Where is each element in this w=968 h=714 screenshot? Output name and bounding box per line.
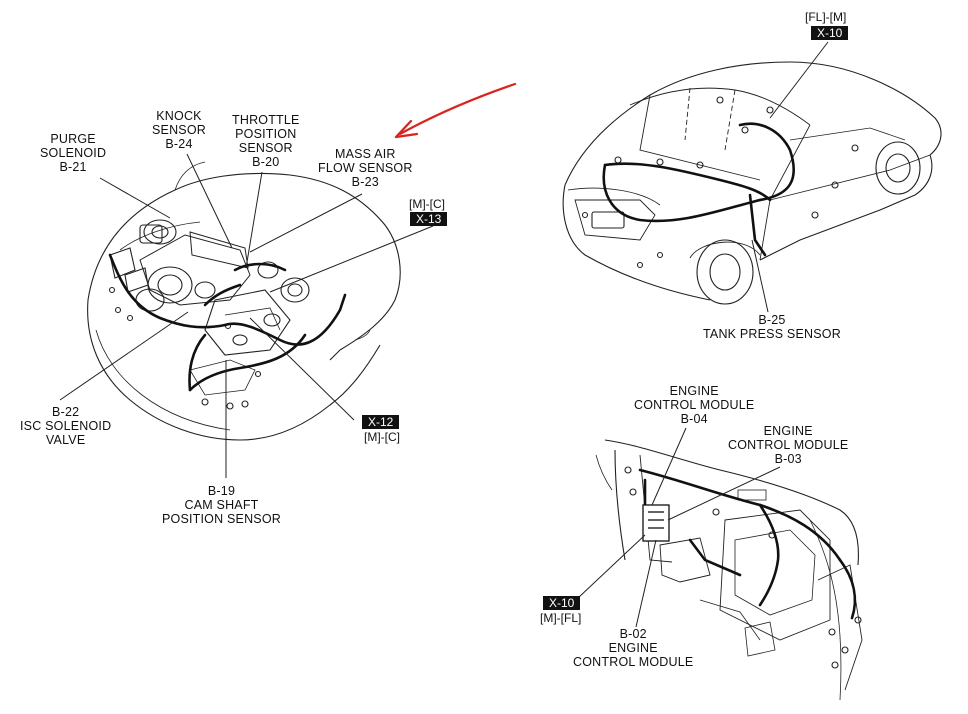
label-text: ISC SOLENOID: [20, 419, 112, 433]
label-text: ENGINE: [608, 641, 658, 655]
engine-bay-drawing: [87, 161, 401, 441]
label-text: SENSOR: [238, 141, 293, 155]
label-text: ENGINE: [669, 384, 719, 398]
label-code: B-19: [207, 484, 236, 498]
label-text: CAM SHAFT: [184, 498, 259, 512]
dash-harness: [638, 468, 857, 620]
label-text: CONTROL MODULE: [573, 655, 694, 669]
label-purge-solenoid: PURGE SOLENOID B-21: [40, 132, 106, 174]
label-text: MASS AIR: [334, 147, 396, 161]
label-code: B-21: [59, 160, 87, 174]
engine-leader-lines: [59, 153, 434, 478]
label-text: POSITION SENSOR: [162, 512, 281, 526]
dash-leader-lines: [577, 427, 781, 628]
label-knock-sensor: KNOCK SENSOR B-24: [152, 109, 206, 151]
label-code: B-20: [252, 155, 280, 169]
label-code: B-22: [52, 405, 80, 419]
label-code: B-02: [619, 627, 647, 641]
connector-x12-id: X-12: [362, 415, 400, 429]
connector-x13-id: X-13: [410, 212, 448, 226]
rear-harness: [602, 122, 796, 257]
label-text: FLOW SENSOR: [318, 161, 413, 175]
engine-harness: [108, 253, 347, 392]
label-throttle-position-sensor: THROTTLE POSITION SENSOR B-20: [232, 113, 300, 169]
connector-x13-route: [M]-[C]: [409, 197, 445, 211]
label-text: SOLENOID: [40, 146, 107, 160]
label-isc-solenoid-valve: B-22 ISC SOLENOID VALVE: [20, 405, 111, 447]
label-code: B-25: [758, 313, 786, 327]
label-ecm-b04: ENGINE CONTROL MODULE B-04: [634, 384, 754, 426]
label-text: PURGE: [50, 132, 96, 146]
label-text: THROTTLE: [232, 113, 300, 127]
label-text: CONTROL MODULE: [728, 438, 849, 452]
annotation-arrow: [394, 82, 517, 139]
rear-leader-lines: [751, 41, 829, 313]
connector-x10-id: X-10: [811, 26, 849, 40]
connector-x12-route: [M]-[C]: [364, 430, 400, 444]
label-ecm-b02: B-02 ENGINE CONTROL MODULE: [573, 627, 693, 669]
label-code: B-03: [774, 452, 802, 466]
label-code: B-24: [165, 137, 193, 151]
connector-x10-dash-id: X-10: [543, 596, 581, 610]
label-text: ENGINE: [763, 424, 813, 438]
label-text: VALVE: [45, 433, 86, 447]
label-text: SENSOR: [152, 123, 206, 137]
label-tank-press-sensor: B-25 TANK PRESS SENSOR: [703, 313, 841, 341]
label-mass-air-flow-sensor: MASS AIR FLOW SENSOR B-23: [318, 147, 413, 189]
label-text: KNOCK: [156, 109, 202, 123]
label-text: TANK PRESS SENSOR: [703, 327, 841, 341]
label-code: B-23: [351, 175, 379, 189]
label-code: B-04: [680, 412, 708, 426]
connector-x10-dash-route: [M]-[FL]: [540, 611, 582, 625]
label-cam-shaft-position-sensor: B-19 CAM SHAFT POSITION SENSOR: [162, 484, 281, 526]
rear-car-drawing: [562, 61, 942, 305]
dash-ecm-box: [642, 504, 670, 542]
label-ecm-b03: ENGINE CONTROL MODULE B-03: [728, 424, 848, 466]
label-text: CONTROL MODULE: [634, 398, 755, 412]
label-text: POSITION: [235, 127, 297, 141]
connector-x10-route: [FL]-[M]: [805, 10, 847, 24]
